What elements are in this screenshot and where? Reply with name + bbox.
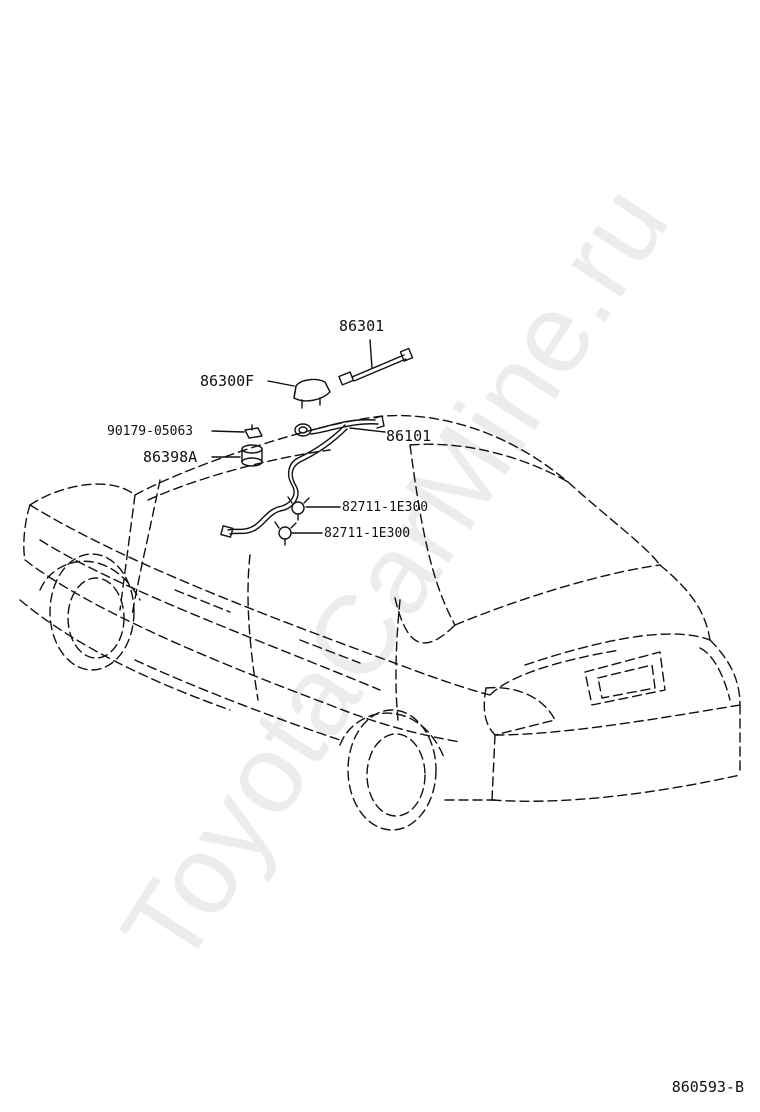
part-label-90179-05063[interactable]: 90179-05063 [107, 424, 194, 439]
part-label-86300f[interactable]: 86300F [200, 372, 255, 390]
antenna-base-part [267, 378, 331, 409]
part-label-86101[interactable]: 86101 [386, 427, 432, 445]
part-label-86398a[interactable]: 86398A [143, 448, 198, 466]
nut-part [211, 424, 263, 439]
car-body-outline [19, 414, 741, 831]
antenna-cord-part [220, 415, 386, 538]
figure-code: 860593-B [671, 1078, 744, 1096]
pad-part [211, 444, 263, 467]
clamp-parts [274, 496, 341, 546]
part-label-86301[interactable]: 86301 [339, 317, 385, 335]
part-label-82711-1e300-lower[interactable]: 82711-1E300 [324, 526, 411, 541]
antenna-rod-part [338, 339, 414, 386]
part-label-82711-1e300-upper[interactable]: 82711-1E300 [342, 500, 429, 515]
